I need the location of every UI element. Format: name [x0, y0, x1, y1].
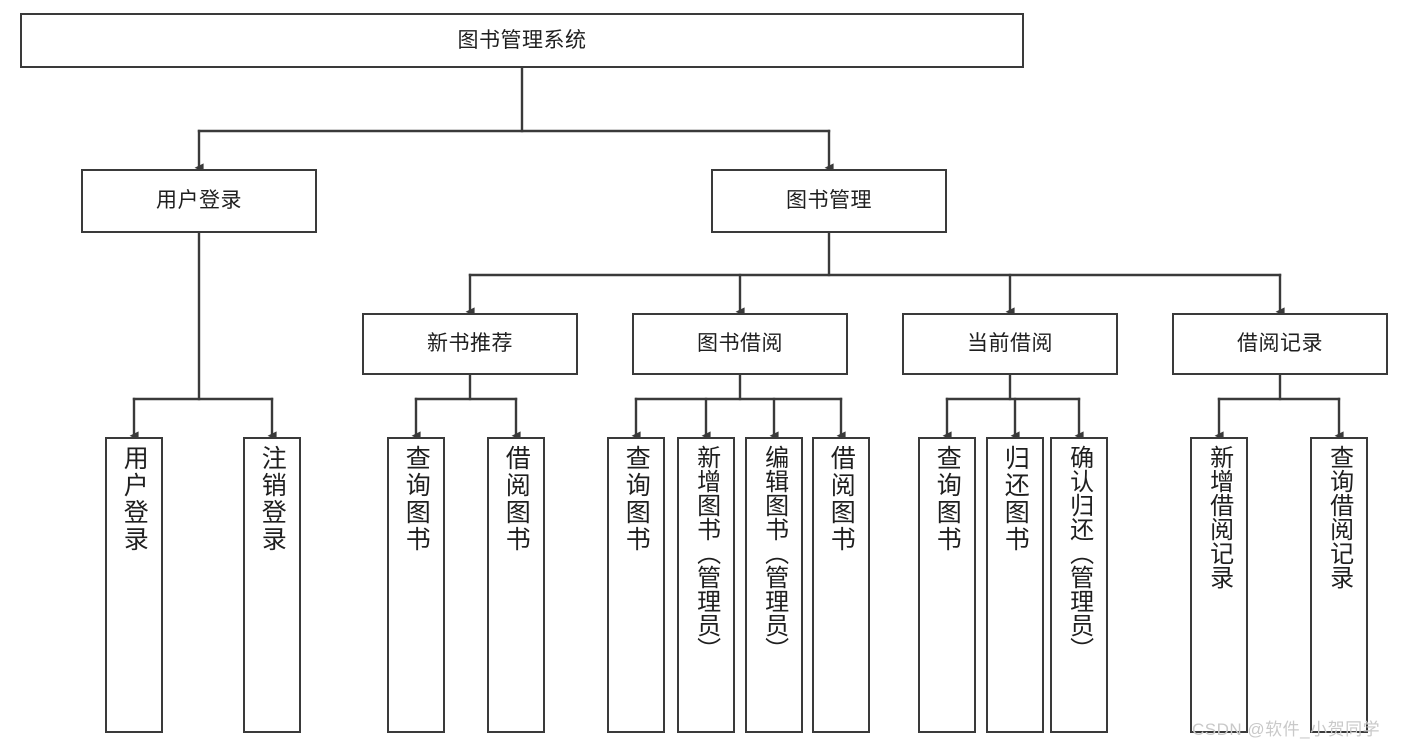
node-leaf-query-book-3[interactable]: 查询图书 [918, 437, 976, 733]
node-label: 编辑图书（管理员） [760, 445, 788, 661]
node-label: 借阅图书 [827, 445, 856, 553]
node-leaf-borrow-book-2[interactable]: 借阅图书 [812, 437, 870, 733]
node-label: 用户登录 [156, 189, 242, 213]
node-bookmgmt[interactable]: 图书管理 [711, 169, 947, 233]
node-label: 查询图书 [402, 445, 431, 553]
node-label: 用户登录 [120, 445, 149, 553]
node-leaf-edit-book[interactable]: 编辑图书（管理员） [745, 437, 803, 733]
node-leaf-return-book[interactable]: 归还图书 [986, 437, 1044, 733]
node-label: 图书管理系统 [457, 28, 587, 52]
node-label: 新增借阅记录 [1205, 445, 1233, 589]
node-label: 确认归还（管理员） [1065, 445, 1093, 661]
node-leaf-user-logout[interactable]: 注销登录 [243, 437, 301, 733]
node-label: 图书借阅 [697, 332, 783, 356]
node-login[interactable]: 用户登录 [81, 169, 317, 233]
node-leaf-user-login[interactable]: 用户登录 [105, 437, 163, 733]
node-label: 查询图书 [622, 445, 651, 553]
node-leaf-add-record[interactable]: 新增借阅记录 [1190, 437, 1248, 733]
node-records[interactable]: 借阅记录 [1172, 313, 1388, 375]
node-leaf-add-book[interactable]: 新增图书（管理员） [677, 437, 735, 733]
node-borrow[interactable]: 图书借阅 [632, 313, 848, 375]
node-leaf-borrow-book-1[interactable]: 借阅图书 [487, 437, 545, 733]
node-current[interactable]: 当前借阅 [902, 313, 1118, 375]
node-label: 图书管理 [786, 189, 872, 213]
node-label: 借阅记录 [1237, 332, 1323, 356]
node-label: 借阅图书 [502, 445, 531, 553]
node-label: 新书推荐 [427, 332, 513, 356]
node-label: 查询图书 [933, 445, 962, 553]
node-leaf-query-book-2[interactable]: 查询图书 [607, 437, 665, 733]
node-label: 注销登录 [258, 445, 287, 553]
node-label: 归还图书 [1001, 445, 1030, 553]
node-leaf-query-book-1[interactable]: 查询图书 [387, 437, 445, 733]
node-label: 查询借阅记录 [1325, 445, 1353, 589]
node-root[interactable]: 图书管理系统 [20, 13, 1024, 68]
node-leaf-confirm-return[interactable]: 确认归还（管理员） [1050, 437, 1108, 733]
csdn-watermark: CSDN @软件_小贺同学 [1192, 720, 1381, 739]
node-leaf-query-record[interactable]: 查询借阅记录 [1310, 437, 1368, 733]
node-label: 新增图书（管理员） [692, 445, 720, 661]
node-newbook[interactable]: 新书推荐 [362, 313, 578, 375]
node-label: 当前借阅 [967, 332, 1053, 356]
